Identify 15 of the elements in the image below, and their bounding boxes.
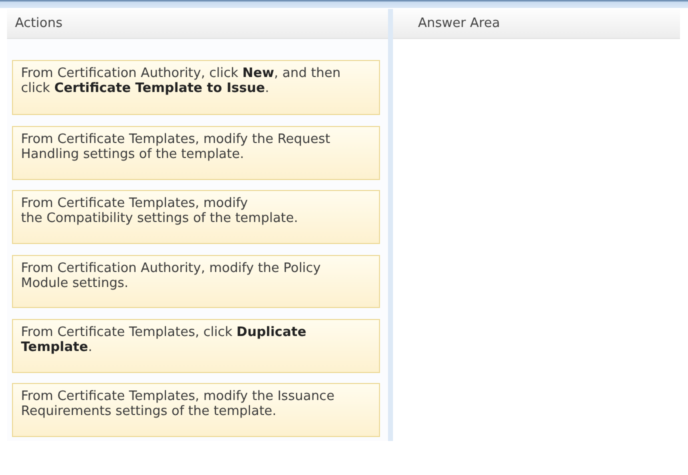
action-card (12, 255, 380, 308)
action-text: From Certificate Templates, modify the Request Handling settings of the template. (20, 131, 332, 162)
action-text: From Certificate Templates, modify the Compatibility settings of the template. (20, 195, 300, 226)
action-card (12, 126, 380, 180)
action-card (12, 190, 380, 244)
action-text: From Certification Authority, modify the Policy Module settings. (20, 260, 322, 291)
actions-panel (7, 9, 393, 441)
action-text: From Certificate Templates, modify the Issuance Requirements settings of the template. (20, 388, 336, 419)
action-card (12, 319, 380, 373)
action-text: From Certification Authority, click New, and then click Certificate Template to Issue. (20, 65, 342, 96)
action-text: From Certificate Templates, click Duplicate Template. (20, 324, 308, 355)
panel-heading: Answer Area (418, 16, 500, 31)
panel-heading: Actions (15, 16, 62, 31)
action-card (12, 60, 380, 115)
action-card (12, 383, 380, 437)
